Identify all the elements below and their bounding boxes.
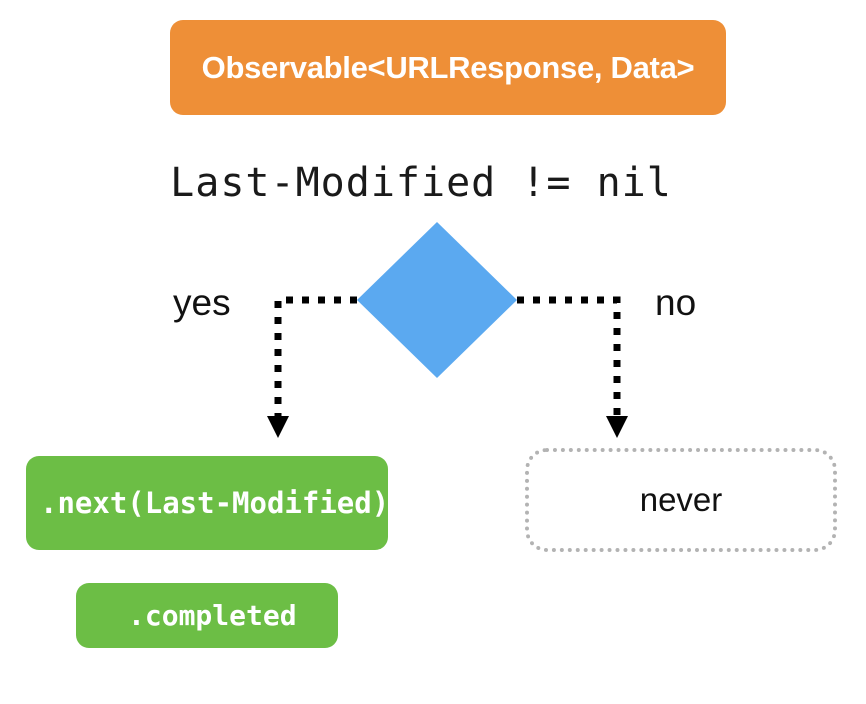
node-observable-source[interactable]: Observable<URLResponse, Data> bbox=[170, 20, 726, 115]
node-emit-next-label: .next(Last-Modified) bbox=[40, 486, 390, 520]
node-emit-completed-label: .completed bbox=[128, 599, 297, 632]
connector-yes-branch bbox=[267, 296, 357, 438]
node-never[interactable]: never bbox=[525, 448, 837, 552]
edge-label-yes: yes bbox=[173, 282, 231, 323]
decision-diamond-icon[interactable] bbox=[357, 222, 517, 378]
connector-no-branch bbox=[517, 296, 628, 438]
node-never-label: never bbox=[639, 481, 723, 518]
decision-condition-text: Last-Modified != nil bbox=[0, 160, 866, 206]
decision-condition-label: Last-Modified != nil bbox=[170, 160, 672, 206]
node-emit-next[interactable]: .next(Last-Modified) bbox=[26, 456, 390, 550]
node-emit-completed[interactable]: .completed bbox=[76, 583, 338, 648]
node-observable-source-label: Observable<URLResponse, Data> bbox=[201, 49, 695, 85]
edge-label-no: no bbox=[655, 282, 697, 323]
